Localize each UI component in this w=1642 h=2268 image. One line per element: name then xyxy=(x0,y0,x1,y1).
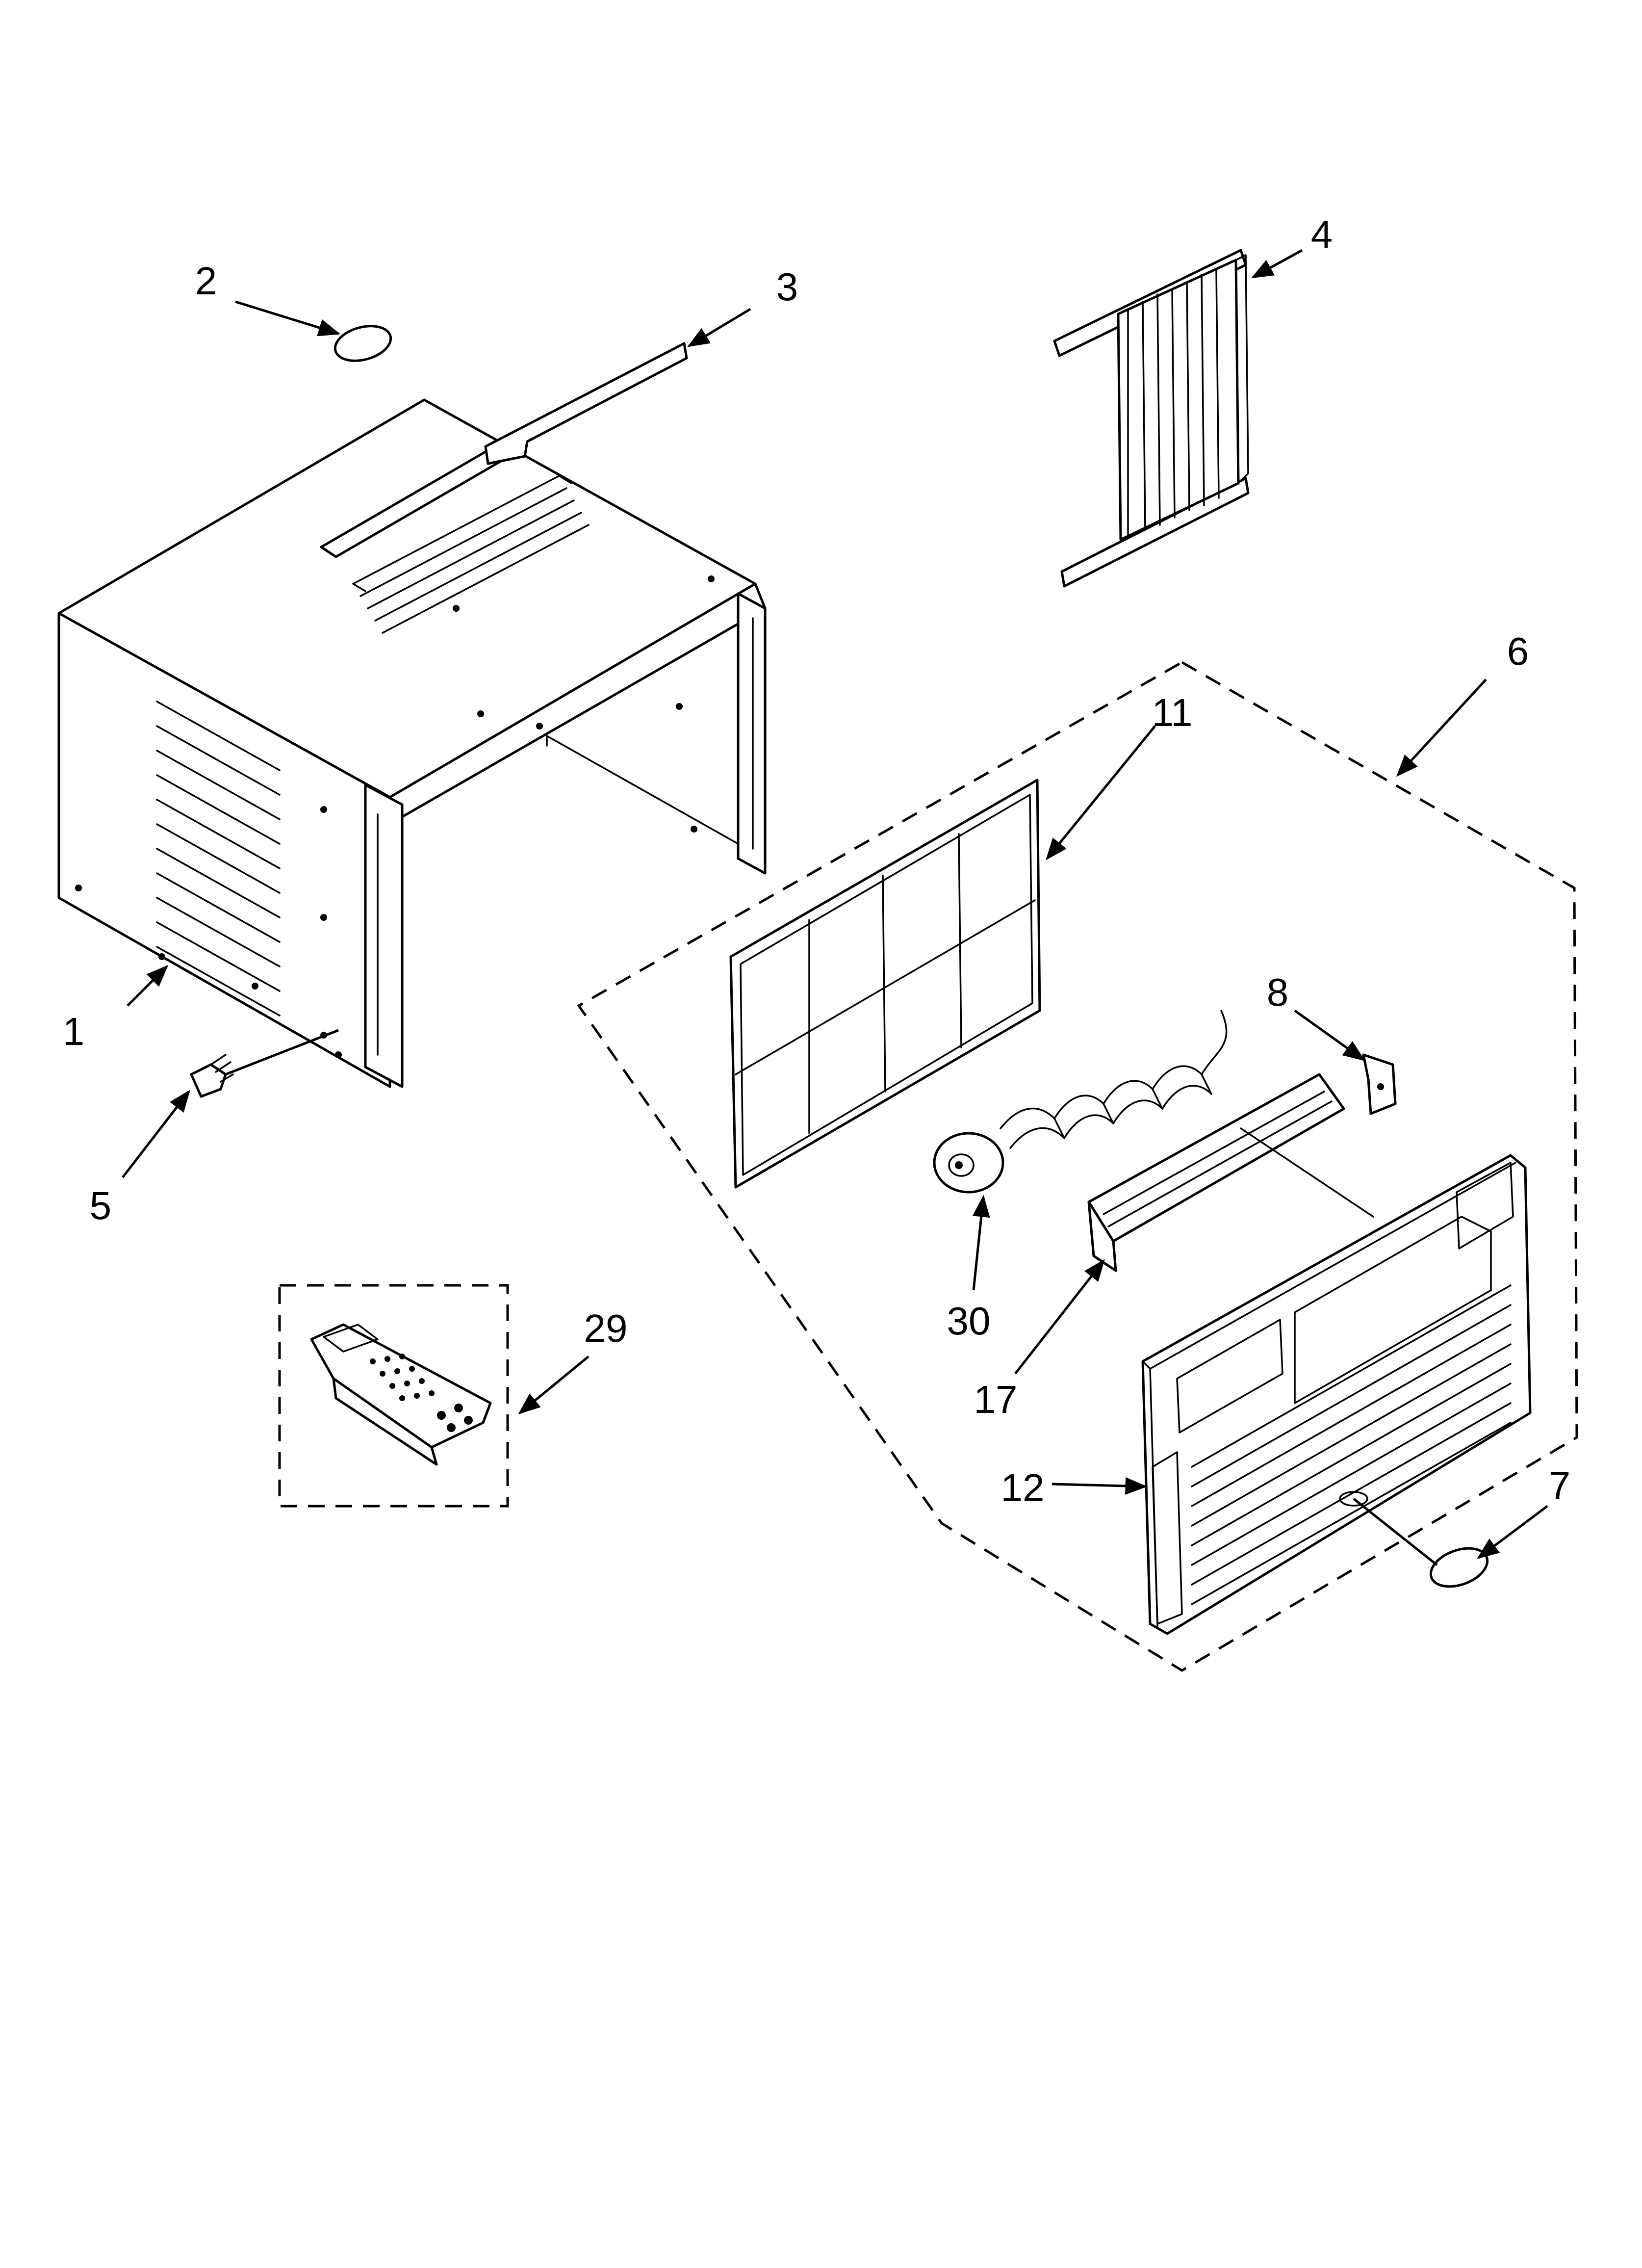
callout-3: 3 xyxy=(776,265,798,309)
callout-1: 1 xyxy=(63,1010,85,1053)
grille-seal xyxy=(1429,1547,1489,1588)
callout-labels: 1 2 3 4 5 6 7 8 11 12 17 29 30 xyxy=(63,212,1571,1510)
top-rail-strip xyxy=(484,342,688,465)
louver-bracket xyxy=(1362,1053,1397,1115)
side-vent-slots xyxy=(156,701,281,1017)
callout-7: 7 xyxy=(1549,1463,1571,1507)
louver-assembly xyxy=(1087,1073,1374,1272)
side-curtain xyxy=(1053,249,1250,588)
grille-slots xyxy=(1191,1284,1512,1605)
callout-17: 17 xyxy=(974,1378,1018,1421)
callout-8: 8 xyxy=(1267,970,1289,1014)
front-panel-assembly-boundary xyxy=(577,661,1578,1672)
screw xyxy=(190,1054,234,1098)
callout-30: 30 xyxy=(947,1299,991,1343)
callout-11: 11 xyxy=(1152,691,1192,734)
blower-wheel xyxy=(933,1010,1228,1194)
callout-4: 4 xyxy=(1311,212,1333,256)
front-grille xyxy=(1141,1154,1532,1635)
callout-2: 2 xyxy=(195,259,217,303)
top-vent-slots xyxy=(352,475,590,634)
callout-29: 29 xyxy=(584,1306,628,1350)
callout-6: 6 xyxy=(1507,629,1529,673)
leader-lines xyxy=(122,249,1548,1566)
remote-control-group xyxy=(278,1284,509,1508)
callout-5: 5 xyxy=(90,1184,112,1227)
air-filter xyxy=(729,779,1041,1189)
callout-12: 12 xyxy=(1001,1466,1045,1510)
top-seal xyxy=(334,325,392,362)
cabinet-wrapper xyxy=(57,398,767,1088)
